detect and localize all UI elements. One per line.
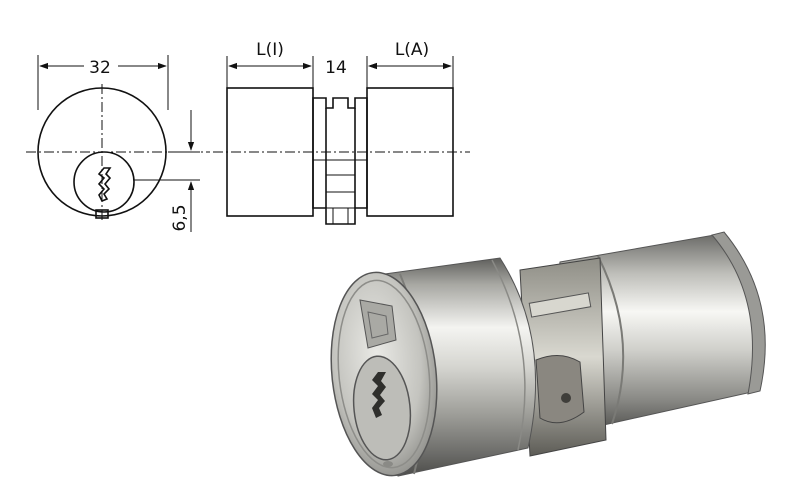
- face-rim: [337, 279, 431, 469]
- plug-pin: [383, 461, 393, 467]
- outer-length-label: L(A): [395, 40, 429, 60]
- side-view-drawing: L(I) 14 L(A): [213, 37, 470, 225]
- offset-label: 6,5: [170, 204, 190, 231]
- outer-cylinder-ring: [597, 255, 625, 425]
- front-view-drawing: 32 6,5: [26, 55, 210, 232]
- plug-face: [352, 355, 412, 461]
- keyway-icon: [372, 372, 386, 418]
- outer-cylinder-end: [711, 231, 766, 395]
- center-cam-section: [312, 97, 368, 225]
- cam-screw: [561, 393, 571, 403]
- retaining-bar: [528, 292, 592, 318]
- lock-cylinder-photo: [330, 231, 766, 477]
- brand-logo-mark: [367, 311, 389, 339]
- diameter-label: 32: [89, 58, 111, 78]
- pin-tab: [95, 209, 109, 219]
- center-width-label: 14: [325, 58, 347, 78]
- keyway-profile: [97, 167, 112, 203]
- plug-circle: [73, 151, 135, 213]
- cam-render: [535, 355, 585, 424]
- inner-length-label: L(I): [256, 40, 284, 60]
- inner-cylinder-ring-2: [491, 259, 526, 451]
